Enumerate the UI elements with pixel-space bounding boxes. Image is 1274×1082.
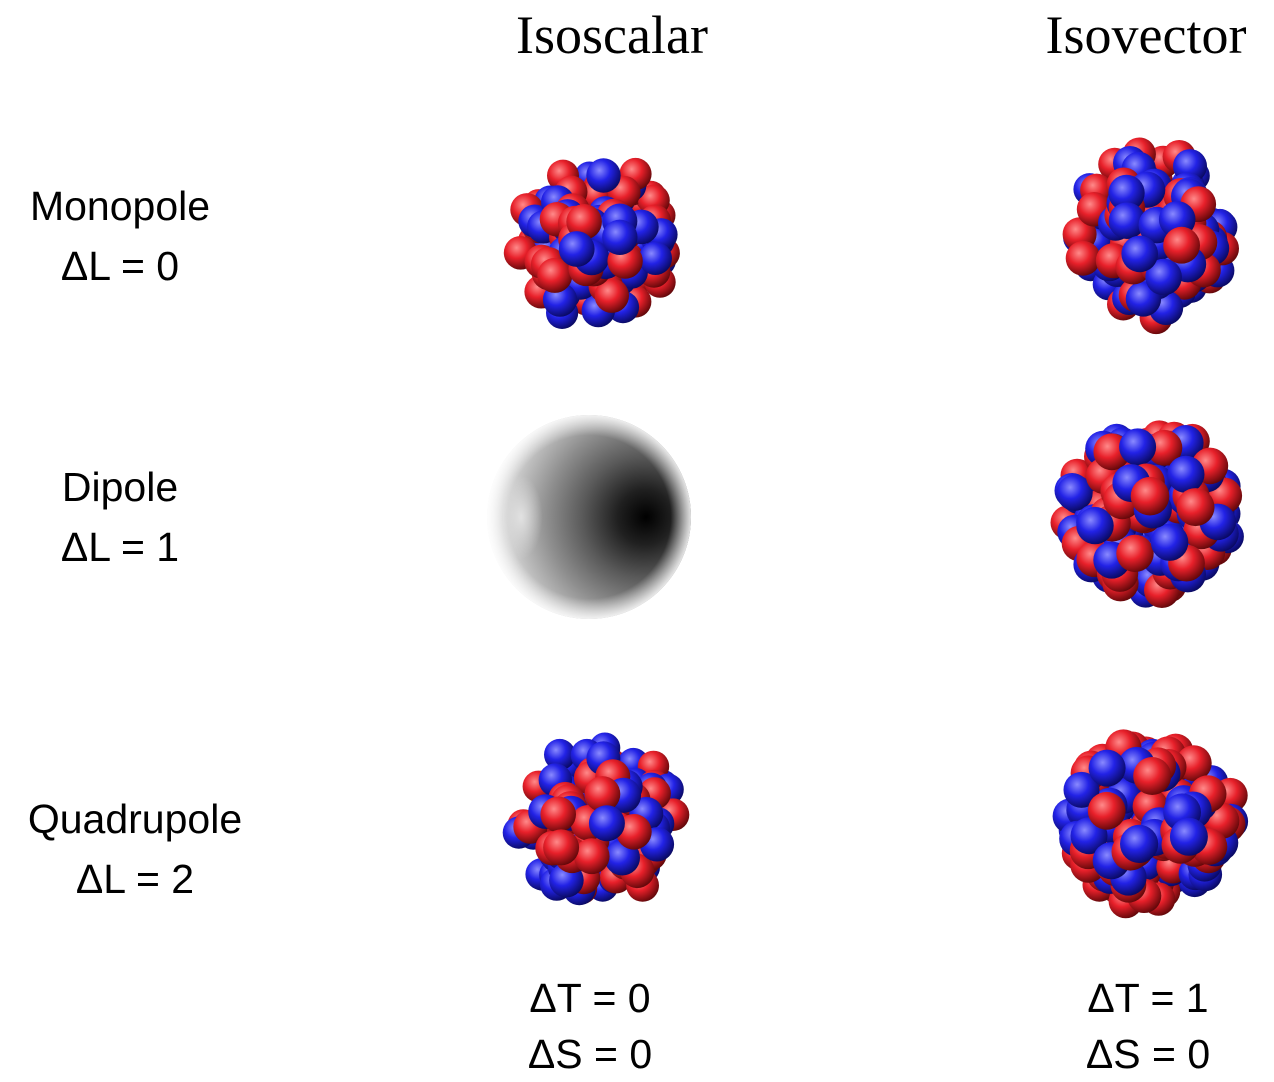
proton-sphere xyxy=(543,829,580,866)
isovector-dipole-nucleus xyxy=(1050,420,1244,608)
neutron-sphere xyxy=(602,219,638,255)
proton-sphere xyxy=(573,838,610,875)
row-name: Dipole xyxy=(61,464,179,510)
proton-sphere xyxy=(594,278,629,313)
neutron-sphere xyxy=(1120,824,1159,863)
row-delta-l: ΔL = 1 xyxy=(60,524,180,570)
neutron-sphere xyxy=(586,158,621,193)
isovector-quadrupole-nucleus xyxy=(1052,729,1249,919)
neutron-sphere xyxy=(1167,455,1205,493)
neutron-sphere xyxy=(1063,771,1100,808)
neutron-sphere xyxy=(1121,235,1158,273)
isovector-quantum-numbers: ΔT = 1 ΔS = 0 xyxy=(1086,970,1210,1082)
delta-t-label: ΔT = 0 xyxy=(529,975,651,1021)
proton-sphere xyxy=(1146,429,1183,466)
proton-sphere xyxy=(1176,488,1215,527)
proton-sphere xyxy=(584,776,621,812)
proton-sphere xyxy=(1163,226,1200,264)
neutron-sphere xyxy=(1119,428,1157,466)
row-label-quadrupole: Quadrupole ΔL = 2 xyxy=(28,789,242,909)
isoscalar-monopole-nucleus xyxy=(503,157,680,329)
proton-sphere xyxy=(1130,476,1170,516)
neutron-sphere xyxy=(1108,202,1146,239)
isoscalar-quantum-numbers: ΔT = 0 ΔS = 0 xyxy=(528,970,652,1082)
neutron-sphere xyxy=(588,805,625,842)
proton-sphere xyxy=(1116,534,1154,573)
proton-sphere xyxy=(540,796,576,833)
proton-sphere xyxy=(1133,757,1172,795)
row-name: Monopole xyxy=(29,183,211,229)
neutron-sphere xyxy=(1169,817,1208,856)
row-label-monopole: Monopole ΔL = 0 xyxy=(30,176,210,296)
proton-sphere xyxy=(1065,240,1101,276)
delta-s-label: ΔS = 0 xyxy=(1085,1031,1211,1077)
neutron-sphere xyxy=(1056,474,1093,511)
proton-sphere xyxy=(616,814,652,850)
isoscalar-quadrupole-nucleus xyxy=(502,732,690,906)
neutron-sphere xyxy=(638,241,672,275)
delta-s-label: ΔS = 0 xyxy=(527,1031,653,1077)
neutron-sphere xyxy=(1088,749,1126,787)
neutron-sphere xyxy=(1150,523,1189,561)
neutron-sphere xyxy=(558,231,595,267)
proton-sphere xyxy=(1087,791,1126,830)
proton-sphere xyxy=(566,204,602,240)
proton-sphere xyxy=(537,257,573,293)
row-delta-l: ΔL = 0 xyxy=(60,243,180,289)
neutron-sphere xyxy=(1108,174,1145,212)
isovector-monopole-nucleus xyxy=(1062,137,1239,335)
isoscalar-header: Isoscalar xyxy=(516,5,708,65)
isovector-header: Isovector xyxy=(1045,5,1247,65)
delta-t-label: ΔT = 1 xyxy=(1087,975,1209,1021)
neutron-sphere xyxy=(544,738,576,771)
row-name: Quadrupole xyxy=(27,796,243,842)
neutron-sphere xyxy=(1145,258,1182,296)
neutron-sphere xyxy=(1076,506,1114,545)
row-delta-l: ΔL = 2 xyxy=(75,856,195,902)
row-label-dipole: Dipole ΔL = 1 xyxy=(61,457,179,577)
isoscalar-dipole-density-sphere xyxy=(487,415,691,619)
